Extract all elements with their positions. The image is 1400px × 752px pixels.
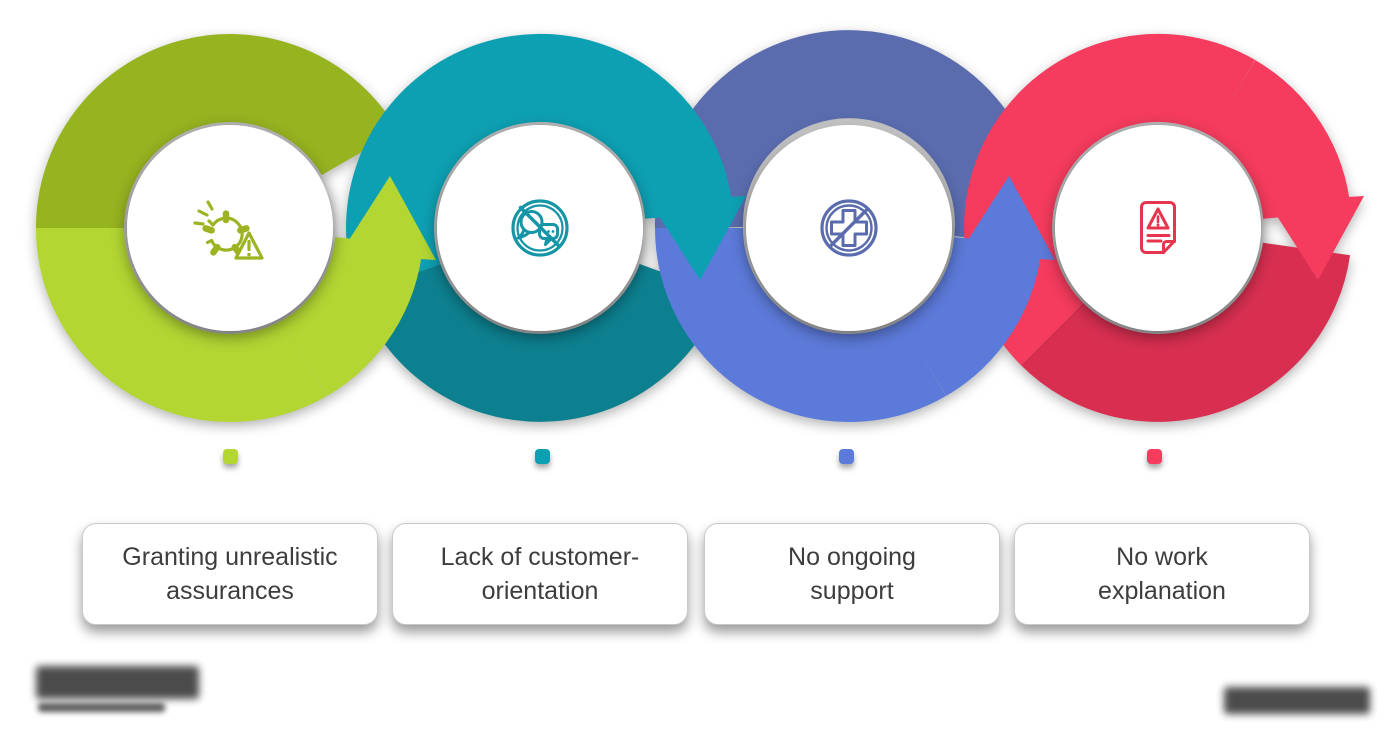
- ring-2-arrowhead-icon: [650, 196, 746, 280]
- ring-3-arrow: [900, 176, 1055, 396]
- no-communication-icon: [511, 199, 569, 257]
- ring-1-light-segment: [36, 226, 327, 422]
- step-1-label-card: Granting unrealistic assurances: [82, 523, 378, 625]
- step-1-dot: [223, 449, 238, 464]
- broken-gear-warning-icon: [193, 200, 264, 260]
- step-2-label-card: Lack of customer-orientation: [392, 523, 688, 625]
- watermark-logo-left-tagline: [38, 703, 165, 712]
- document-warning-icon: [1140, 201, 1176, 254]
- step-4-label-card: No work explanation: [1014, 523, 1310, 625]
- ring-4-arrow-band: [1209, 59, 1351, 220]
- step-2-label: Lack of customer-orientation: [440, 543, 640, 605]
- watermark-logo-right: [1224, 687, 1370, 714]
- step-3-label: No ongoing support: [788, 543, 916, 605]
- no-medical-support-icon: [820, 199, 878, 257]
- ring-4-arrow: [1209, 59, 1364, 280]
- ring-1-hub-circle: [127, 125, 333, 331]
- ring-3-arrow-band: [900, 235, 1042, 396]
- step-4-dot: [1147, 449, 1162, 464]
- step-1-label: Granting unrealistic assurances: [122, 543, 338, 605]
- ring-1-arrowhead-icon: [340, 176, 436, 260]
- ring-2-arrow-band: [591, 59, 733, 220]
- step-3-dot: [839, 449, 854, 464]
- step-2-dot: [535, 449, 550, 464]
- ring-1-arrow-band: [281, 235, 423, 396]
- ring-3-arrowhead-icon: [959, 176, 1055, 260]
- ring-4-arrowhead-icon: [1268, 196, 1364, 280]
- watermark-logo-left: [36, 666, 199, 699]
- step-4-label: No work explanation: [1098, 543, 1226, 605]
- cycle-rings-graphic: [36, 30, 1364, 422]
- ring-2-dark-segment: [357, 262, 723, 422]
- step-3-label-card: No ongoing support: [704, 523, 1000, 625]
- ring-3-light-segment: [655, 226, 946, 422]
- ring-1-dark-segment: [36, 34, 398, 230]
- ring-2-arrow: [591, 59, 746, 280]
- ring-4-dark-segment: [1020, 241, 1351, 422]
- ring-1-arrow: [281, 176, 436, 396]
